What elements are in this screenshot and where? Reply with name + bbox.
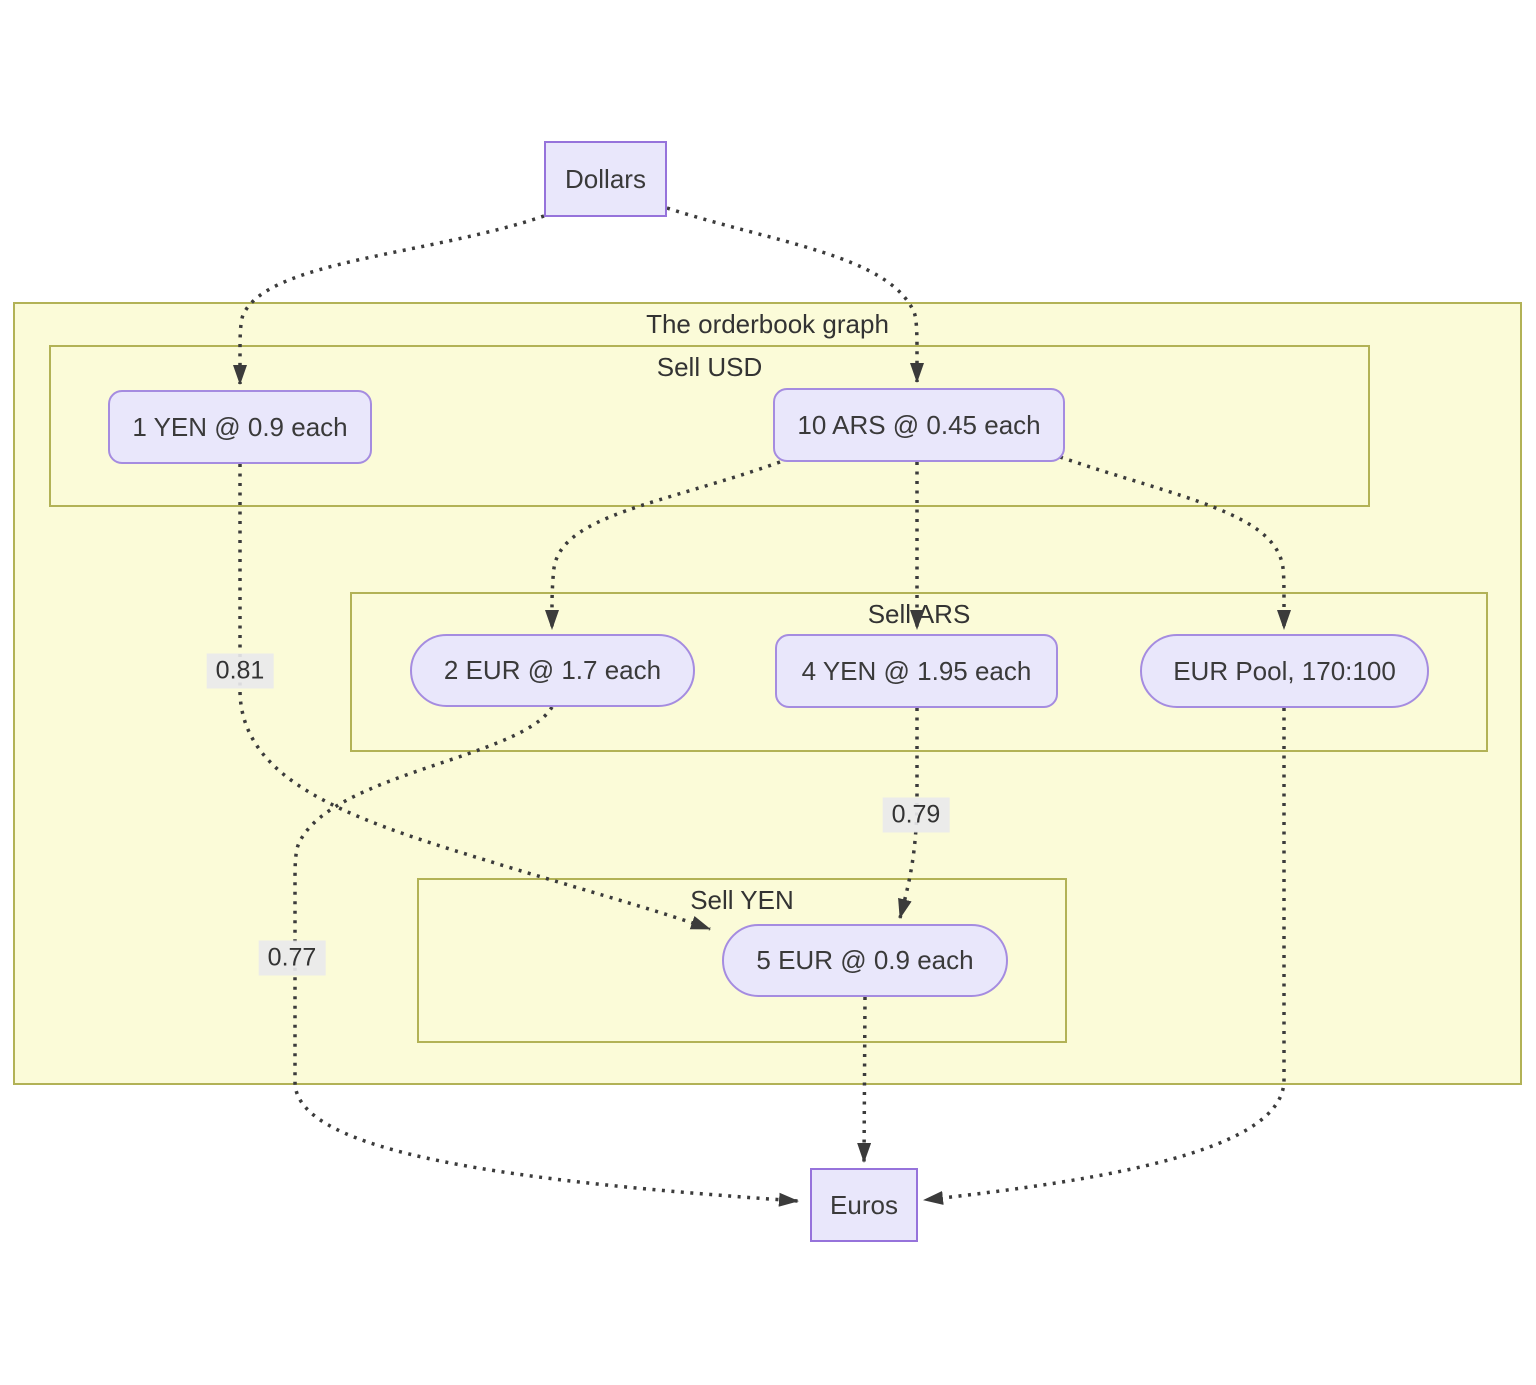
node-4-yen: 4 YEN @ 1.95 each — [775, 634, 1058, 708]
node-euros: Euros — [810, 1168, 918, 1242]
node-dollars: Dollars — [544, 141, 667, 217]
edge-5eur-to-euros — [857, 996, 872, 1163]
node-5-eur: 5 EUR @ 0.9 each — [722, 924, 1008, 997]
node-1-yen: 1 YEN @ 0.9 each — [108, 390, 372, 464]
node-2-eur: 2 EUR @ 1.7 each — [410, 634, 695, 707]
edge-dollars-to-10ars — [666, 206, 924, 383]
edge-2eur-to-euros — [293, 706, 799, 1207]
edge-10ars-to-2eur — [545, 460, 781, 630]
edge-weight-1yen-5eur: 0.81 — [206, 653, 274, 689]
cluster-sell-usd-title: Sell USD — [656, 352, 763, 382]
edge-4yen-to-5eur — [898, 708, 919, 919]
edge-10ars-to-eurpool — [1059, 455, 1291, 630]
node-10-ars: 10 ARS @ 0.45 each — [773, 388, 1065, 462]
edge-dollars-to-1yen — [233, 214, 545, 385]
cluster-sell-yen-title: Sell YEN — [690, 885, 794, 915]
node-eur-pool: EUR Pool, 170:100 — [1140, 634, 1429, 708]
cluster-orderbook-title: The orderbook graph — [646, 309, 889, 339]
edge-1yen-to-5eur — [238, 464, 711, 931]
edge-eurpool-to-euros — [923, 708, 1286, 1205]
edge-weight-4yen-5eur: 0.79 — [882, 797, 950, 833]
edge-weight-2eur-euros: 0.77 — [258, 940, 326, 976]
